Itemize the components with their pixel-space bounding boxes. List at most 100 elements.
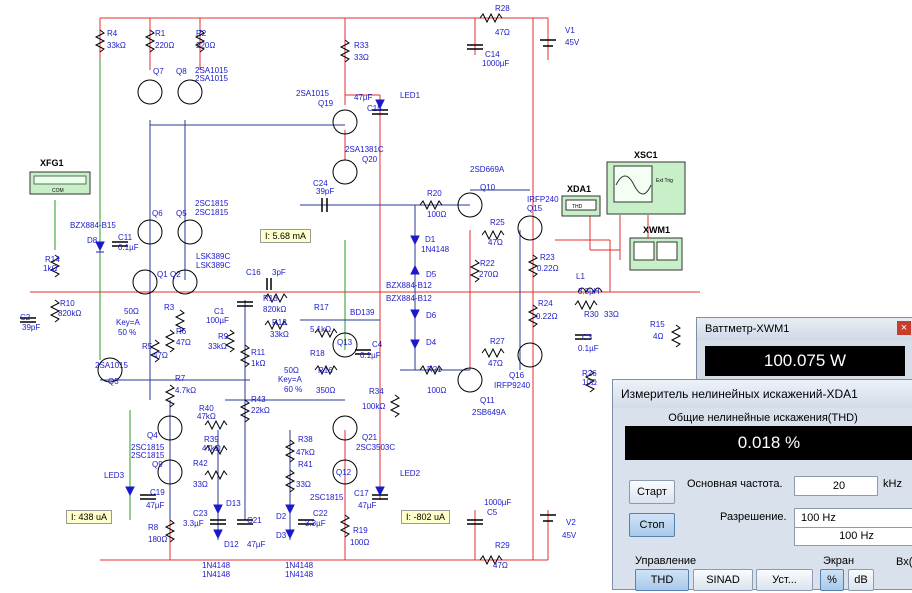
resolution-select[interactable]: 100 Hz bbox=[794, 508, 912, 528]
c-r5v: 47Ω bbox=[153, 351, 168, 360]
c-q21: Q21 bbox=[362, 433, 378, 442]
c-q8t2: 2SA1015 bbox=[195, 74, 228, 83]
c-q16: Q16 bbox=[509, 371, 525, 380]
c-r14: R14 bbox=[45, 255, 60, 264]
function-generator-xfg1[interactable] bbox=[29, 171, 91, 195]
control-group-label: Управление bbox=[635, 555, 697, 567]
c-bd139: BD139 bbox=[350, 308, 375, 317]
c-d6: D6 bbox=[426, 311, 437, 320]
c-r3p: 50 % bbox=[118, 328, 136, 337]
db-display-button[interactable]: dB bbox=[848, 569, 874, 591]
c-r26: R26 bbox=[582, 369, 597, 378]
resolution-option[interactable]: 100 Hz bbox=[794, 528, 912, 546]
c-r29: R29 bbox=[495, 541, 510, 550]
wattmeter-window[interactable]: Ваттметр-XWM1 × 100.075 W bbox=[696, 317, 912, 389]
c-l1: L1 bbox=[576, 272, 585, 281]
c-q3t: 2SA1015 bbox=[95, 361, 128, 370]
c-c24: C24 bbox=[313, 179, 328, 188]
c-r8v: 180Ω bbox=[148, 535, 167, 544]
c-c23: C23 bbox=[193, 509, 208, 518]
c-q10t: 2SD669A bbox=[470, 165, 505, 174]
c-c15: C15 bbox=[367, 104, 382, 113]
c-d8t: BZX884-B15 bbox=[70, 221, 116, 230]
c-r18v: 50Ω bbox=[284, 366, 299, 375]
c-q3: Q3 bbox=[108, 377, 119, 386]
c-r19: R19 bbox=[353, 526, 368, 535]
fundamental-frequency-label: Основная частота. bbox=[687, 478, 783, 490]
wattmeter-xwm1[interactable] bbox=[629, 237, 683, 271]
distortion-analyzer-window[interactable]: Измеритель нелинейных искажений-XDA1 Общ… bbox=[612, 379, 912, 591]
c-q2t2: LSK389C bbox=[196, 261, 230, 270]
c-q5t2: 2SC1815 bbox=[195, 208, 229, 217]
c-led1: LED1 bbox=[400, 91, 421, 100]
c-r11: R11 bbox=[251, 348, 266, 357]
c-c19v: 47µF bbox=[146, 501, 165, 510]
c-d12t2: 1N4148 bbox=[202, 570, 231, 579]
c-r34v: 100kΩ bbox=[362, 402, 385, 411]
c-q13: Q13 bbox=[337, 338, 353, 347]
c-r12v: 33kΩ bbox=[270, 330, 289, 339]
c-q11: Q11 bbox=[480, 396, 495, 405]
c-r17: R17 bbox=[314, 303, 329, 312]
c-r13v: 820kΩ bbox=[263, 305, 286, 314]
c-r16: R16 bbox=[318, 366, 333, 375]
c-r39v: 47kΩ bbox=[202, 444, 221, 453]
stop-button[interactable]: Стоп bbox=[629, 513, 675, 537]
c-r18p: 60 % bbox=[284, 385, 302, 394]
c-r33: R33 bbox=[354, 41, 369, 50]
c-r4: R4 bbox=[107, 29, 118, 38]
c-c17v: 47µF bbox=[358, 501, 377, 510]
c-q10: Q10 bbox=[480, 183, 496, 192]
c-q4t2: 2SC1815 bbox=[131, 451, 165, 460]
oscilloscope-xsc1[interactable] bbox=[606, 161, 686, 215]
c-v2v: 45V bbox=[562, 531, 577, 540]
c-d3t2: 1N4148 bbox=[285, 570, 314, 579]
c-d2: D2 bbox=[276, 512, 287, 521]
c-q7: Q7 bbox=[153, 67, 164, 76]
screen-group-label: Экран bbox=[823, 555, 855, 567]
settings-button[interactable]: Уст... bbox=[756, 569, 813, 591]
current-probe-5-68ma[interactable]: I: 5.68 mA bbox=[260, 229, 312, 243]
c-l1v: 3.3µH bbox=[578, 287, 600, 296]
analyzer-title[interactable]: Измеритель нелинейных искажений-XDA1 bbox=[613, 380, 912, 408]
c-r15: R15 bbox=[650, 320, 665, 329]
c-c17: C17 bbox=[354, 489, 369, 498]
c-r17v: 5.1kΩ bbox=[310, 325, 331, 334]
c-q12: Q12 bbox=[336, 468, 352, 477]
current-probe-minus-802ua[interactable]: I: -802 uA bbox=[401, 510, 451, 524]
c-r42v: 33Ω bbox=[193, 480, 208, 489]
c-c4: C4 bbox=[372, 340, 383, 349]
wattmeter-title[interactable]: Ваттметр-XWM1 bbox=[697, 318, 912, 340]
c-r42: R42 bbox=[193, 459, 208, 468]
power-display: 100.075 W bbox=[705, 346, 905, 376]
fundamental-frequency-input[interactable]: 20 bbox=[794, 476, 878, 496]
c-r41v: 33Ω bbox=[296, 480, 311, 489]
c-c14v: 1000µF bbox=[482, 59, 509, 68]
start-button[interactable]: Старт bbox=[629, 480, 675, 504]
c-q19: Q19 bbox=[318, 99, 334, 108]
c-d3t: 1N4148 bbox=[285, 561, 314, 570]
c-r18: R18 bbox=[310, 349, 325, 358]
c-r10v: 820kΩ bbox=[58, 309, 81, 318]
c-r1v: 220Ω bbox=[155, 41, 174, 50]
c-r7: R7 bbox=[175, 374, 186, 383]
c-r6v: 47Ω bbox=[176, 338, 191, 347]
c-c21v: 47µF bbox=[247, 540, 266, 549]
distortion-analyzer-xda1[interactable] bbox=[561, 195, 601, 217]
sinad-mode-button[interactable]: SINAD bbox=[693, 569, 753, 591]
c-q5t: 2SC1815 bbox=[195, 199, 229, 208]
c-r41: R41 bbox=[298, 460, 313, 469]
label-xda1-screen: THD bbox=[572, 204, 583, 210]
c-r15v: 4Ω bbox=[653, 332, 663, 341]
c-q2: Q2 bbox=[170, 270, 181, 279]
c-led2: LED2 bbox=[400, 469, 421, 478]
c-r14v: 1kΩ bbox=[43, 264, 57, 273]
c-c5: C5 bbox=[487, 508, 498, 517]
close-icon[interactable]: × bbox=[897, 321, 911, 335]
c-r28: R28 bbox=[495, 4, 510, 13]
current-probe-438ua[interactable]: I: 438 uA bbox=[66, 510, 113, 524]
c-d1t: 1N4148 bbox=[421, 245, 450, 254]
c-c3: C3 bbox=[582, 333, 593, 342]
c-r11v: 1kΩ bbox=[251, 359, 265, 368]
